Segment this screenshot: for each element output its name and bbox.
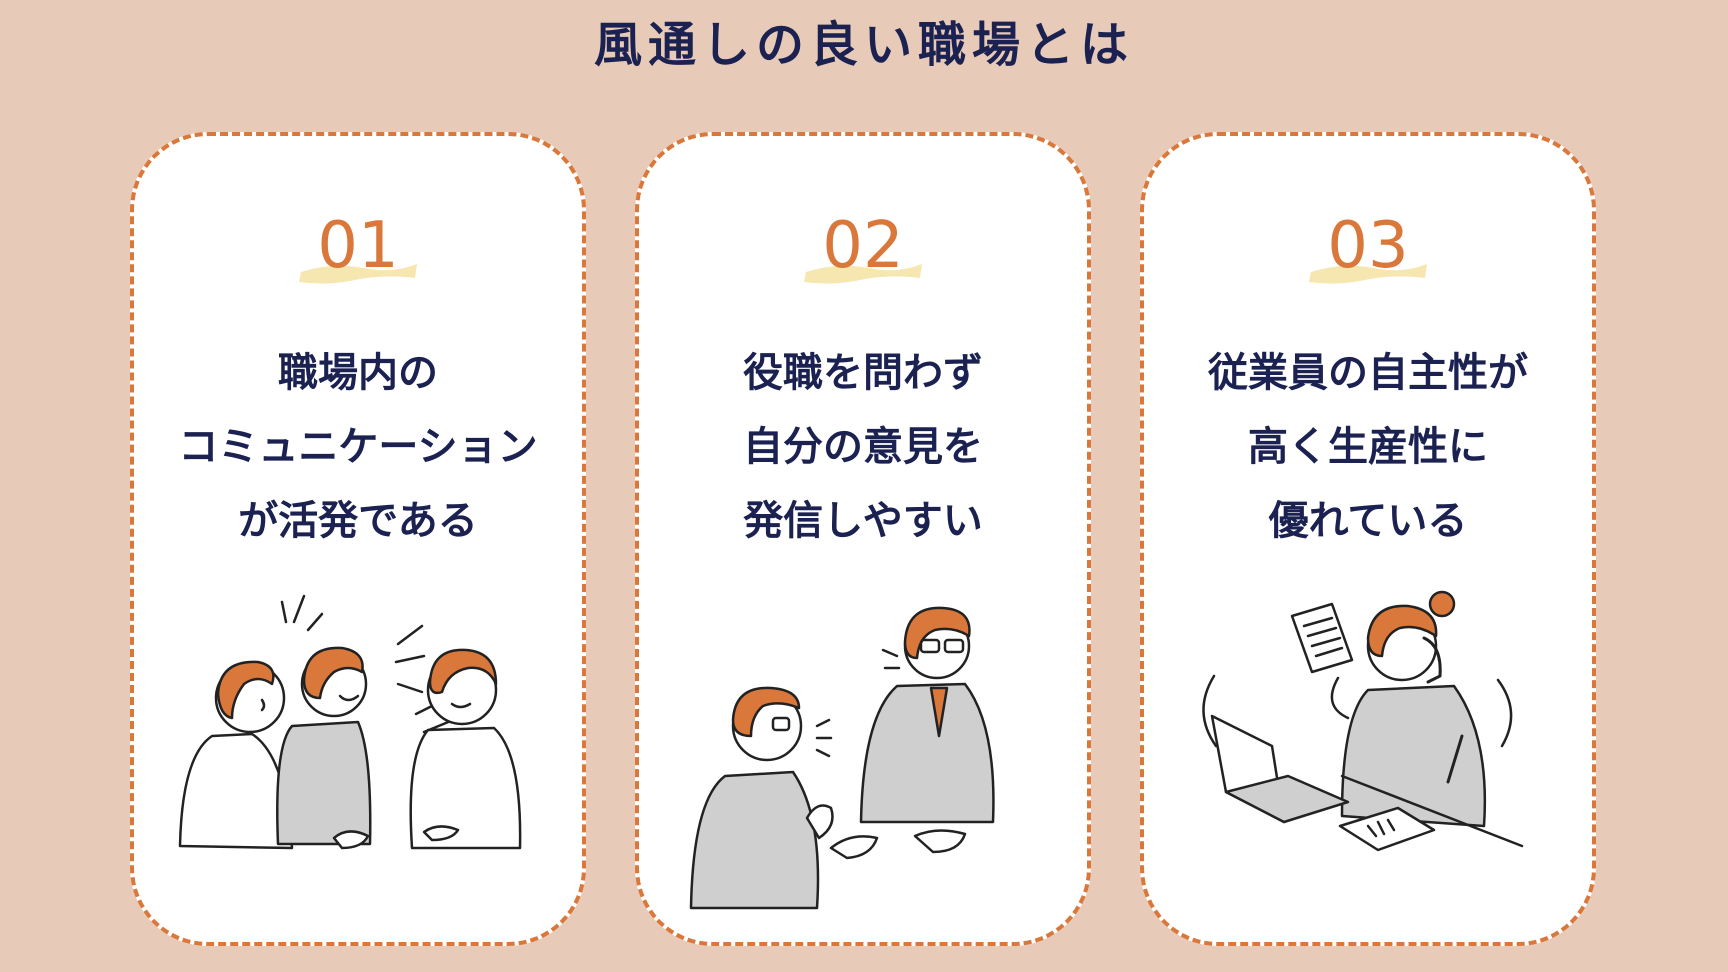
page-title: 風通しの良い職場とは — [593, 17, 1134, 73]
card-line: 高く生産性に — [1248, 424, 1488, 470]
card-number: 03 — [1327, 209, 1409, 283]
card-line: 役職を問わず — [743, 350, 983, 396]
busy-multitasking-worker-illustration — [1202, 590, 1524, 852]
card-line: が活発である — [238, 498, 478, 544]
card-03: 03 従業員の自主性が 高く生産性に 優れている — [1140, 132, 1596, 946]
card-description: 従業員の自主性が 高く生産性に 優れている — [1144, 336, 1592, 558]
card-02: 02 役職を問わず 自分の意見を 発信しやすい — [635, 132, 1091, 946]
card-line: 職場内の — [278, 350, 438, 396]
card-line: 優れている — [1268, 498, 1468, 544]
card-line: 発信しやすい — [743, 498, 983, 544]
card-number: 02 — [822, 209, 904, 283]
highlight-stroke — [1309, 264, 1427, 284]
highlight-stroke — [299, 264, 417, 284]
highlight-stroke — [804, 264, 922, 284]
two-coworkers-talking-illustration — [689, 606, 995, 910]
card-line: コミュニケーション — [178, 424, 538, 470]
card-description: 職場内の コミュニケーション が活発である — [134, 336, 582, 558]
card-line: 従業員の自主性が — [1208, 350, 1528, 396]
card-description: 役職を問わず 自分の意見を 発信しやすい — [639, 336, 1087, 558]
card-line: 自分の意見を — [743, 424, 983, 470]
card-01: 01 職場内の コミュニケーション が活発である — [130, 132, 586, 946]
three-people-chatting-illustration — [178, 594, 522, 850]
card-number: 01 — [317, 209, 399, 283]
